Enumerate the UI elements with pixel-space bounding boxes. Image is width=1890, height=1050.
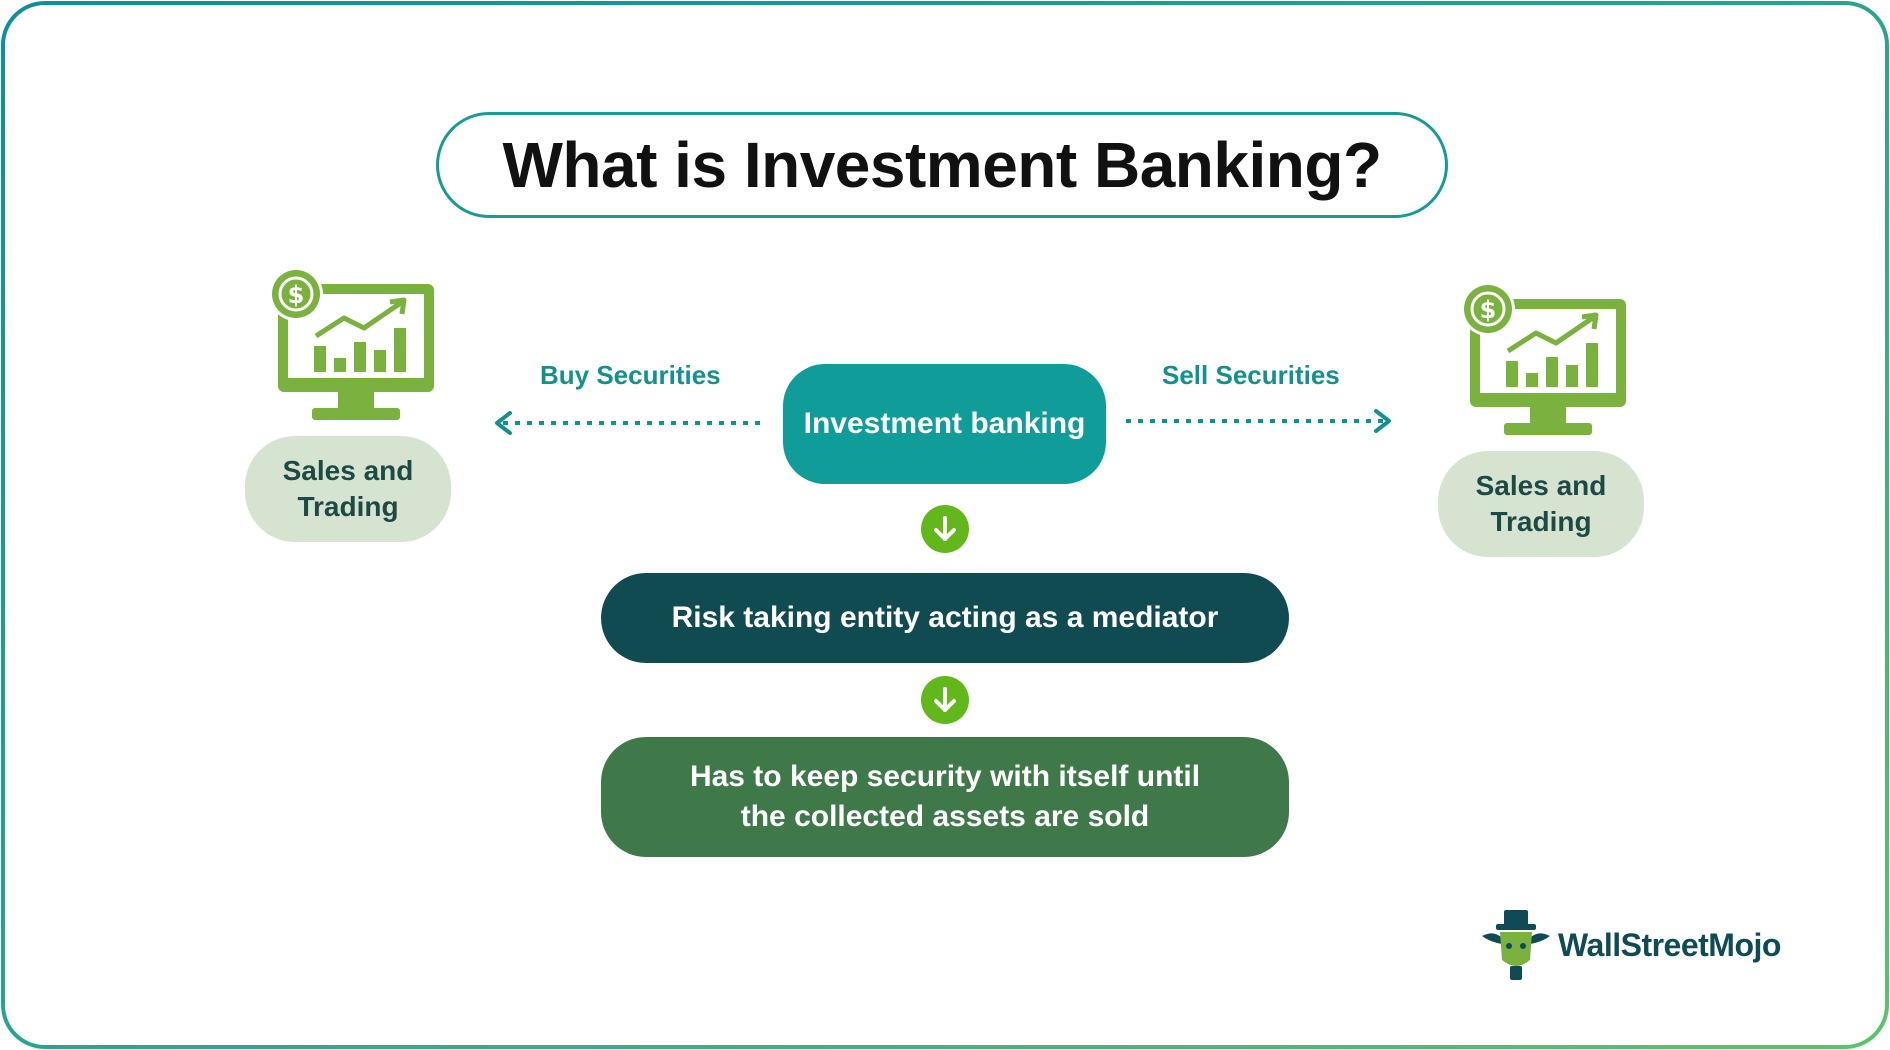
diagram-title: What is Investment Banking? <box>502 129 1382 201</box>
right-node-line2: Trading <box>1490 506 1592 537</box>
keep-security-line1: Has to keep security with itself until <box>689 760 1201 793</box>
left-node-line1: Sales and <box>282 455 414 486</box>
brand-logo: WallStreetMojo <box>1480 908 1781 982</box>
down-arrow-icon <box>921 676 969 724</box>
title-pill: What is Investment Banking? <box>436 112 1448 218</box>
money-monitor-icon: $ <box>269 267 434 420</box>
risk-taking-label: Risk taking entity acting as a mediator <box>671 601 1219 634</box>
sell-securities-label: Sell Securities <box>1162 360 1340 390</box>
right-sales-trading-node: Sales and Trading <box>1438 451 1644 557</box>
right-node-line1: Sales and <box>1475 470 1607 501</box>
left-sales-trading-node: Sales and Trading <box>245 436 451 542</box>
risk-taking-node: Risk taking entity acting as a mediator <box>601 573 1289 663</box>
investment-banking-label: Investment banking <box>803 407 1086 440</box>
keep-security-line2: the collected assets are sold <box>740 800 1150 833</box>
svg-text:$: $ <box>288 281 305 309</box>
wallstreetmojo-logo-icon <box>1482 910 1550 980</box>
keep-security-node: Has to keep security with itself until t… <box>601 737 1289 857</box>
svg-text:$: $ <box>1480 296 1497 324</box>
left-node-line2: Trading <box>297 491 399 522</box>
buy-securities-label: Buy Securities <box>540 360 721 390</box>
down-arrow-icon <box>921 505 969 553</box>
money-monitor-icon: $ <box>1461 282 1626 435</box>
brand-name: WallStreetMojo <box>1558 926 1781 963</box>
buy-arrow-head <box>495 411 512 435</box>
investment-banking-node: Investment banking <box>783 364 1106 484</box>
sell-arrow-head <box>1374 409 1391 433</box>
